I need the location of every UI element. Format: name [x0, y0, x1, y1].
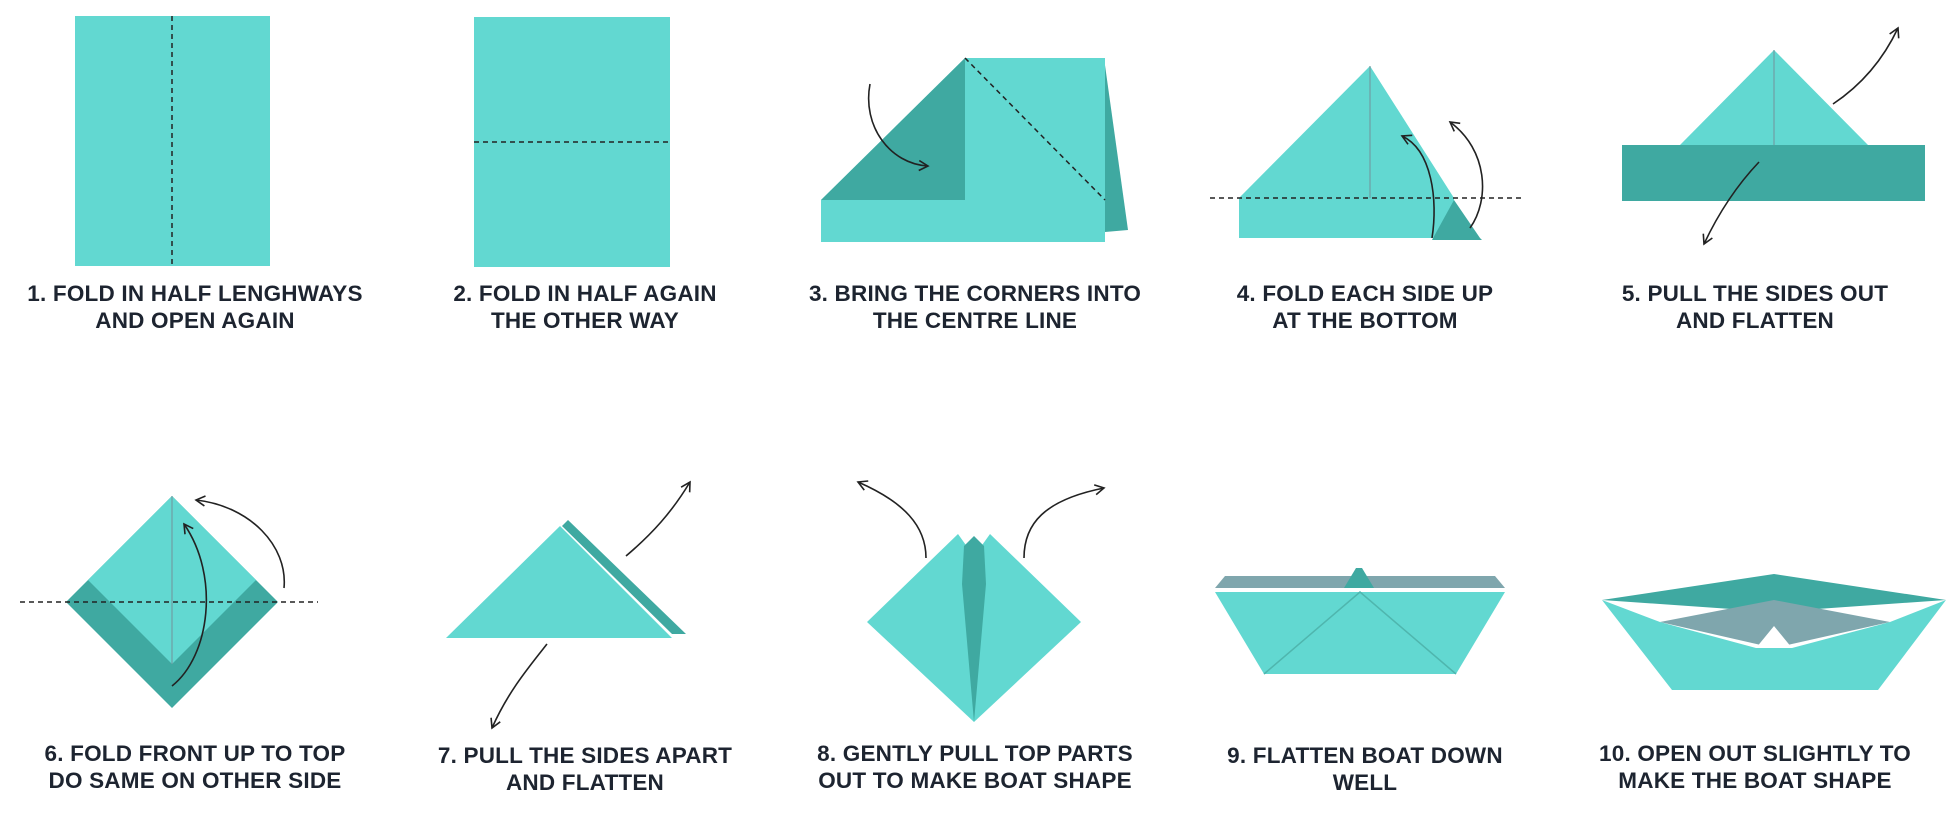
curved-arrow-over [194, 495, 285, 589]
step-8-caption-line2: OUT TO MAKE BOAT SHAPE [818, 768, 1132, 793]
step-8-caption: 8. GENTLY PULL TOP PARTS OUT TO MAKE BOA… [780, 740, 1170, 794]
step-1-caption: 1. FOLD IN HALF LENGHWAYS AND OPEN AGAIN [0, 280, 390, 334]
step-5-caption: 5. PULL THE SIDES OUT AND FLATTEN [1560, 280, 1950, 334]
bottom-flap [1239, 198, 1454, 238]
step-9-caption: 9. FLATTEN BOAT DOWN WELL [1170, 742, 1560, 796]
hull-crease [1263, 591, 1457, 675]
right-wing [974, 534, 1081, 722]
boat-hull [1602, 600, 1946, 690]
front-triangle [446, 526, 672, 638]
step-2: 2. FOLD IN HALF AGAIN THE OTHER WAY [390, 0, 780, 416]
step-9: 9. FLATTEN BOAT DOWN WELL [1170, 416, 1560, 832]
step-4-caption-line1: 4. FOLD EACH SIDE UP [1236, 281, 1494, 306]
curved-arrow-right [1023, 484, 1106, 559]
step-10-caption-line2: MAKE THE BOAT SHAPE [1618, 768, 1892, 793]
step-5-illustration [1622, 26, 1925, 246]
boat-opening [1756, 626, 1792, 648]
step-7-caption-line2: AND FLATTEN [505, 770, 664, 795]
step-8-illustration [856, 480, 1106, 722]
center-pleat [962, 536, 986, 722]
step-10-illustration [1602, 574, 1946, 690]
curved-arrow-right [1448, 121, 1484, 229]
curved-arrow-left [856, 480, 927, 559]
step-10: 10. OPEN OUT SLIGHTLY TO MAKE THE BOAT S… [1560, 416, 1950, 832]
step-2-caption-line1: 2. FOLD IN HALF AGAIN [453, 281, 717, 306]
step-4: 4. FOLD EACH SIDE UP AT THE BOTTOM [1170, 0, 1560, 416]
curved-arrow-left [1400, 134, 1435, 239]
step-10-caption-line1: 10. OPEN OUT SLIGHTLY TO [1599, 741, 1911, 766]
paper-triangle [1239, 66, 1454, 198]
step-7: 7. PULL THE SIDES APART AND FLATTEN [390, 416, 780, 832]
step-4-illustration [1210, 66, 1522, 240]
step-7-illustration [446, 480, 691, 730]
step-2-caption: 2. FOLD IN HALF AGAIN THE OTHER WAY [390, 280, 780, 334]
step-4-caption: 4. FOLD EACH SIDE UP AT THE BOTTOM [1170, 280, 1560, 334]
boat-hull [1215, 592, 1505, 674]
boat-interior [1660, 600, 1890, 648]
step-1-caption-line2: AND OPEN AGAIN [95, 308, 295, 333]
step-6-caption: 6. FOLD FRONT UP TO TOP DO SAME ON OTHER… [0, 740, 390, 794]
paper-back-edge [1104, 58, 1128, 232]
back-layer [562, 520, 686, 634]
arrow-out-left [1702, 161, 1760, 246]
step-5: 5. PULL THE SIDES OUT AND FLATTEN [1560, 0, 1950, 416]
boat-peak [1344, 568, 1374, 588]
boat-rim [1602, 574, 1946, 612]
step-2-caption-line2: THE OTHER WAY [490, 308, 680, 333]
step-8-caption-line1: 8. GENTLY PULL TOP PARTS [817, 741, 1133, 766]
arrow-out-right [1832, 26, 1900, 105]
arrow-out-upper [625, 480, 691, 557]
step-1-caption-line1: 1. FOLD IN HALF LENGHWAYS [27, 281, 363, 306]
step-9-caption-line1: 9. FLATTEN BOAT DOWN [1227, 743, 1503, 768]
folded-tip [1432, 200, 1482, 240]
curved-arrow [867, 83, 930, 172]
step-6: 6. FOLD FRONT UP TO TOP DO SAME ON OTHER… [0, 416, 390, 832]
step-3-illustration [821, 57, 1128, 242]
step-7-caption-line1: 7. PULL THE SIDES APART [437, 743, 733, 768]
step-2-illustration [474, 17, 670, 267]
left-wing [867, 534, 974, 722]
step-9-caption-line2: WELL [1332, 770, 1398, 795]
step-6-caption-line1: 6. FOLD FRONT UP TO TOP [44, 741, 346, 766]
step-3-caption-line1: 3. BRING THE CORNERS INTO [808, 281, 1142, 306]
step-3-caption: 3. BRING THE CORNERS INTO THE CENTRE LIN… [780, 280, 1170, 334]
step-10-caption: 10. OPEN OUT SLIGHTLY TO MAKE THE BOAT S… [1560, 740, 1950, 794]
step-3-caption-line2: THE CENTRE LINE [872, 308, 1078, 333]
folded-corner [821, 58, 965, 200]
step-8: 8. GENTLY PULL TOP PARTS OUT TO MAKE BOA… [780, 416, 1170, 832]
step-5-caption-line2: AND FLATTEN [1675, 308, 1834, 333]
step-5-caption-line1: 5. PULL THE SIDES OUT [1621, 281, 1889, 306]
fold-line [964, 57, 1106, 201]
step-3: 3. BRING THE CORNERS INTO THE CENTRE LIN… [780, 0, 1170, 416]
step-1: 1. FOLD IN HALF LENGHWAYS AND OPEN AGAIN [0, 0, 390, 416]
step-1-illustration [75, 16, 270, 266]
step-4-caption-line2: AT THE BOTTOM [1272, 308, 1458, 333]
arrow-out-lower [490, 643, 548, 730]
step-6-illustration [20, 495, 318, 708]
step-9-illustration [1215, 568, 1505, 675]
step-7-caption: 7. PULL THE SIDES APART AND FLATTEN [390, 742, 780, 796]
paper-band [1622, 145, 1925, 201]
curved-arrow-up [171, 522, 208, 687]
step-6-caption-line2: DO SAME ON OTHER SIDE [48, 768, 342, 793]
